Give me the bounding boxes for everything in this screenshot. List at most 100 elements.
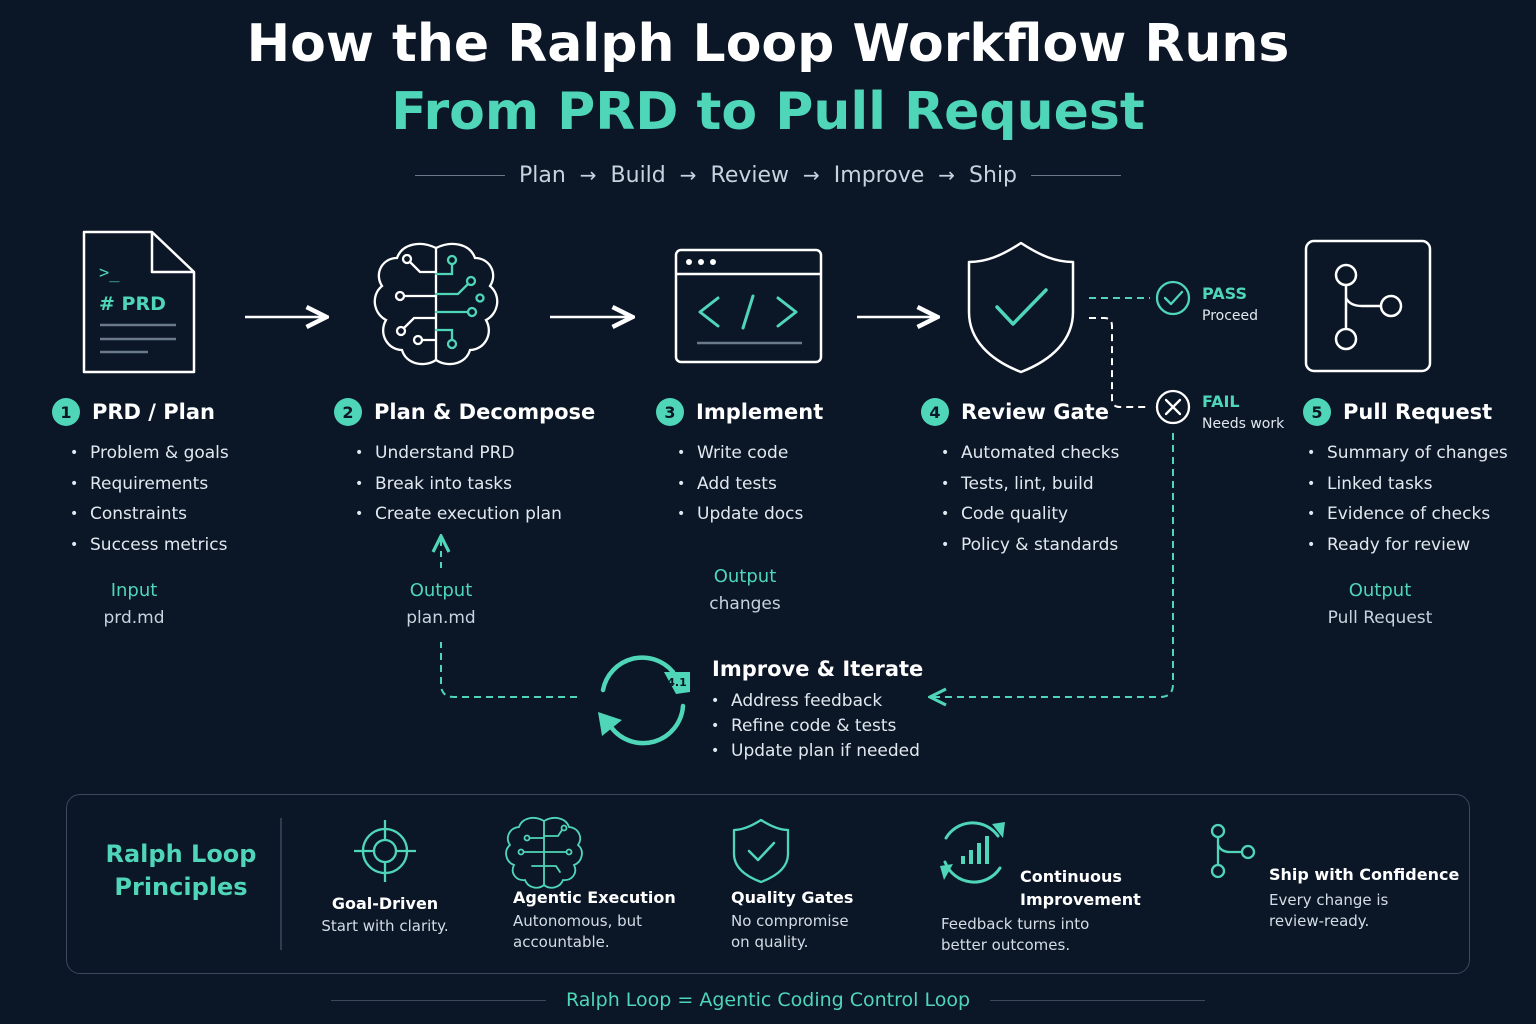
step-3: 3 Implement	[656, 398, 823, 426]
iterate-bullets: Address feedback Refine code & tests Upd…	[711, 689, 920, 764]
step-3-io-label: Output	[713, 566, 777, 587]
principle-desc: on quality.	[731, 933, 809, 951]
principle-agentic-execution: Agentic Execution Autonomous, but accoun…	[513, 888, 676, 953]
page-subtitle: From PRD to Pull Request	[391, 82, 1145, 142]
list-item: Write code	[677, 438, 803, 469]
step-title: Implement	[696, 400, 824, 424]
list-item: Automated checks	[941, 438, 1119, 469]
principle-shield-icon	[732, 818, 790, 884]
page-title: How the Ralph Loop Workflow Runs	[246, 14, 1290, 74]
principle-continuous-improvement: Feedback turns into better outcomes.	[941, 914, 1089, 956]
prd-heading: # PRD	[99, 293, 166, 315]
shield-check-icon	[967, 241, 1075, 374]
step-3-io-value: changes	[709, 594, 781, 614]
step-title: Plan & Decompose	[374, 400, 596, 424]
iterate-badge: 4.1	[667, 676, 687, 689]
step-2-io-value: plan.md	[406, 608, 476, 628]
step-1: 1 PRD / Plan	[52, 398, 215, 426]
step-1-bullets: Problem & goals Requirements Constraints…	[70, 438, 229, 561]
step-title: Pull Request	[1343, 400, 1493, 424]
principle-title: Agentic Execution	[513, 888, 676, 907]
step-number-badge: 3	[656, 398, 684, 426]
stage-ship: Ship	[969, 162, 1018, 188]
principle-title: Continuous	[1020, 867, 1122, 886]
principle-title: Quality Gates	[731, 888, 854, 907]
list-item: Tests, lint, build	[941, 469, 1119, 500]
principle-desc: No compromise	[731, 912, 849, 930]
target-icon	[354, 820, 416, 882]
list-item: Problem & goals	[70, 438, 229, 469]
step-4-bullets: Automated checks Tests, lint, build Code…	[941, 438, 1119, 561]
stage-tagline: Plan → Build → Review → Improve → Ship	[0, 158, 1536, 192]
principle-title: Improvement	[1020, 890, 1141, 909]
step-1-io-label: Input	[110, 580, 158, 601]
pass-sublabel: Proceed	[1202, 308, 1259, 324]
footer-text: Ralph Loop = Agentic Coding Control Loop	[565, 989, 971, 1011]
step-2: 2 Plan & Decompose	[334, 398, 595, 426]
list-item: Refine code & tests	[711, 714, 920, 739]
list-item: Ready for review	[1307, 530, 1508, 561]
footer-divider-left	[330, 999, 546, 1001]
step-2-io-label: Output	[409, 580, 473, 601]
principle-title: Goal-Driven	[331, 894, 439, 913]
step-title: Review Gate	[961, 400, 1109, 424]
stage-arrow: →	[938, 163, 956, 187]
list-item: Break into tasks	[355, 469, 562, 500]
fail-connector	[1089, 317, 1150, 408]
list-item: Requirements	[70, 469, 229, 500]
cycle-icon: 4.1	[598, 655, 690, 746]
principle-desc: Start with clarity.	[321, 917, 449, 935]
stage-arrow: →	[579, 163, 597, 187]
list-item: Update docs	[677, 499, 803, 530]
list-item: Address feedback	[711, 689, 920, 714]
step-number-badge: 4	[921, 398, 949, 426]
stage-review: Review	[710, 162, 790, 188]
list-item: Policy & standards	[941, 530, 1119, 561]
list-item: Code quality	[941, 499, 1119, 530]
step-5-bullets: Summary of changes Linked tasks Evidence…	[1307, 438, 1508, 561]
principle-quality-gates: Quality Gates No compromise on quality.	[731, 888, 853, 953]
footer: Ralph Loop = Agentic Coding Control Loop	[0, 986, 1536, 1014]
improvement-icon	[940, 821, 1005, 884]
stage-arrow: →	[679, 163, 697, 187]
principle-title: Ship with Confidence	[1269, 865, 1460, 884]
principles-title-line1: Ralph Loop	[105, 840, 257, 868]
list-item: Create execution plan	[355, 499, 562, 530]
principle-desc: review-ready.	[1269, 912, 1370, 930]
step-1-io-value: prd.md	[103, 608, 165, 628]
principle-desc: Every change is	[1269, 891, 1389, 909]
brain-circuit-icon	[434, 254, 485, 350]
list-item: Understand PRD	[355, 438, 562, 469]
fail-x-icon	[1155, 389, 1191, 425]
prd-prompt: >_	[99, 263, 120, 283]
list-item: Success metrics	[70, 530, 229, 561]
step-number-badge: 1	[52, 398, 80, 426]
principle-desc: accountable.	[513, 933, 610, 951]
pass-label: PASS	[1202, 284, 1247, 303]
principle-desc: Feedback turns into	[941, 915, 1090, 933]
principles-title: Ralph Loop Principles	[90, 838, 272, 904]
stage-arrow: →	[803, 163, 820, 187]
iterate-loop-connector	[440, 642, 577, 698]
iterate-title: Improve & Iterate	[712, 657, 924, 681]
pass-check-icon	[1155, 280, 1191, 316]
principle-branch-icon	[1210, 823, 1256, 879]
principle-brain-icon	[505, 816, 583, 889]
list-item: Constraints	[70, 499, 229, 530]
list-item: Evidence of checks	[1307, 499, 1508, 530]
step-5: 5 Pull Request	[1303, 398, 1492, 426]
step-number-badge: 2	[334, 398, 362, 426]
step-number-badge: 5	[1303, 398, 1331, 426]
fail-sublabel: Needs work	[1202, 416, 1285, 432]
stage-plan: Plan	[518, 162, 566, 188]
list-item: Add tests	[677, 469, 803, 500]
principle-desc: better outcomes.	[941, 936, 1071, 954]
fail-label: FAIL	[1202, 392, 1240, 411]
list-item: Summary of changes	[1307, 438, 1508, 469]
step-2-bullets: Understand PRD Break into tasks Create e…	[355, 438, 562, 530]
stage-improve: Improve	[833, 162, 925, 188]
tagline-divider-left	[414, 174, 505, 176]
principle-desc: Autonomous, but	[513, 912, 643, 930]
step-5-io-value: Pull Request	[1327, 608, 1433, 628]
step-title: PRD / Plan	[92, 400, 215, 424]
